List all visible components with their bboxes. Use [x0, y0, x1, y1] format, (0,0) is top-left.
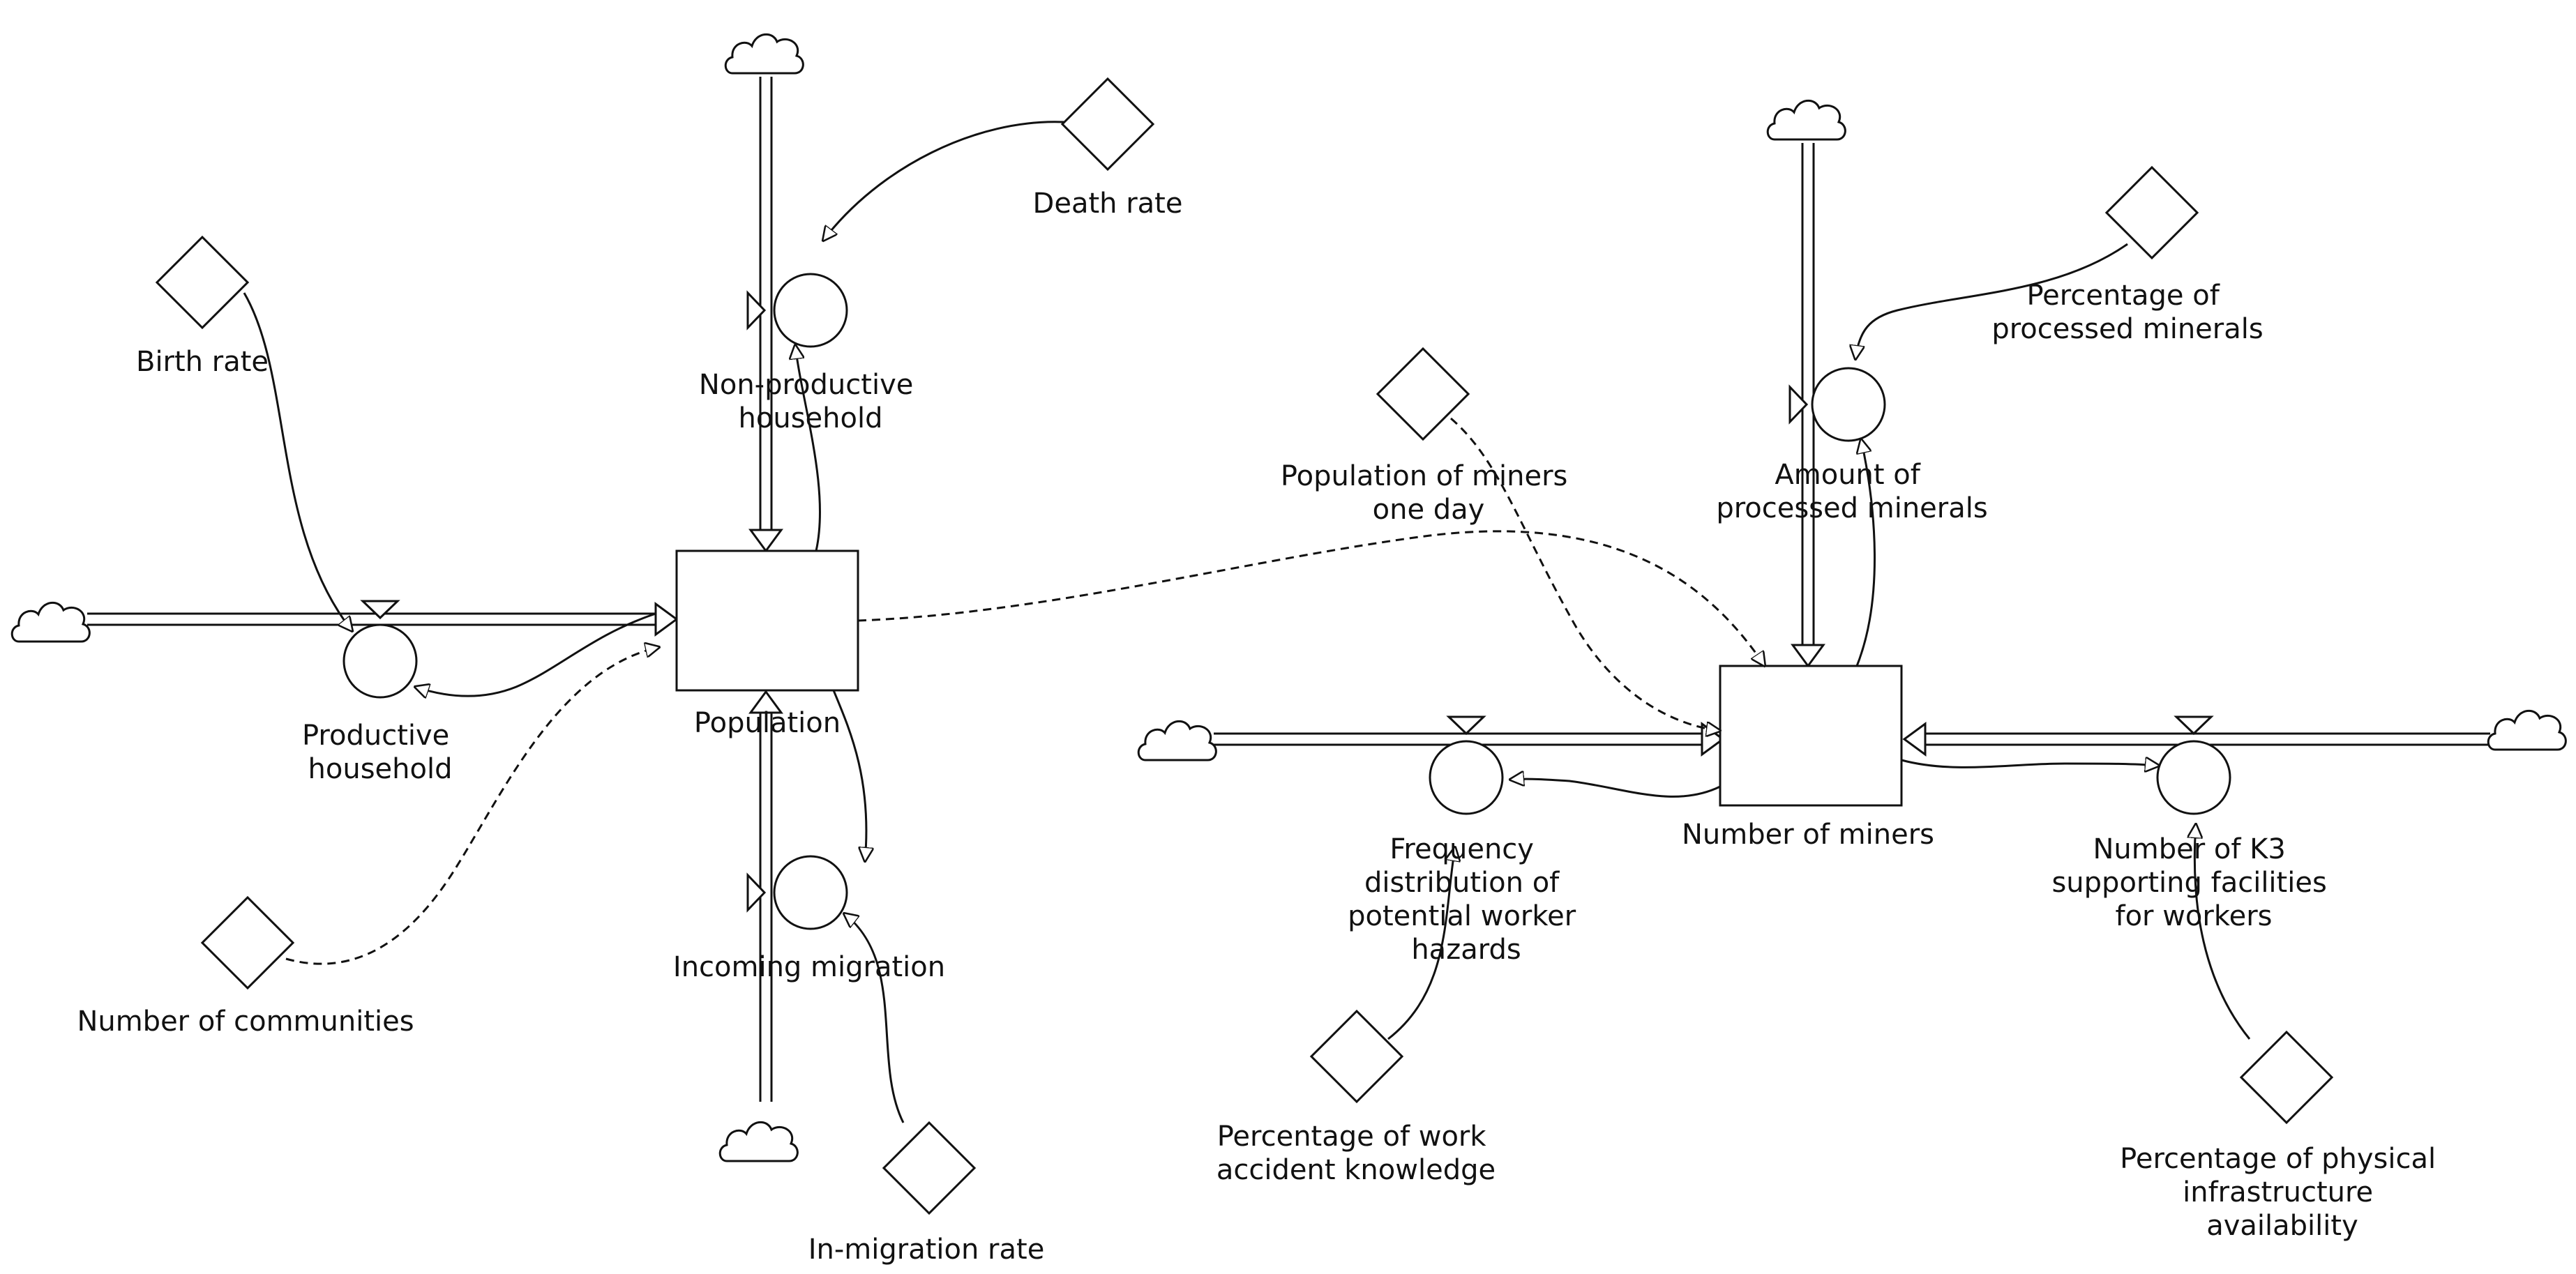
constant-birth-rate-diamond-icon[interactable]: [155, 235, 250, 330]
label-productive: Productive household: [302, 720, 458, 785]
link-percentage-processed: [1855, 243, 2128, 359]
stock-population-box[interactable]: [675, 549, 859, 692]
flow-valve-processed-minerals[interactable]: [1811, 367, 1886, 442]
valve-icon: [746, 872, 767, 913]
flow-arrowhead-icon: [1791, 644, 1825, 668]
label-population-of-miners: Population of miners one day: [1281, 460, 1576, 526]
link-death-rate: [823, 121, 1064, 241]
label-death-rate: Death rate: [1033, 188, 1183, 220]
label-percentage-processed: Percentage of processed minerals: [1991, 280, 2263, 345]
link-miners-processed: [1857, 439, 1876, 667]
flow-valve-k3[interactable]: [2156, 740, 2231, 815]
valve-icon: [1788, 384, 1809, 425]
link-miners-k3: [1901, 760, 2159, 767]
constant-inmigration-diamond-icon[interactable]: [882, 1121, 977, 1215]
cloud-icon: [1766, 100, 1846, 141]
label-incoming-migration: Incoming migration: [673, 951, 945, 983]
label-processed-minerals: Amount of processed minerals: [1716, 459, 1987, 524]
link-communities: [285, 647, 659, 965]
flow-valve-hazards[interactable]: [1429, 740, 1504, 815]
label-hazards: Frequency distribution of potential work…: [1348, 833, 1585, 966]
constant-communities-diamond-icon[interactable]: [200, 895, 295, 990]
link-population-migration: [832, 690, 866, 861]
flow-valve-nonproductive[interactable]: [773, 273, 848, 348]
flow-arrowhead-icon: [654, 602, 679, 637]
cloud-icon: [718, 1121, 799, 1162]
label-birth-rate: Birth rate: [136, 346, 269, 378]
label-k3: Number of K3 supporting facilities for w…: [2051, 833, 2335, 932]
label-number-of-miners: Number of miners: [1682, 819, 1934, 851]
link-population-nonproductive: [795, 345, 821, 552]
flow-arrowhead-icon: [748, 690, 783, 714]
constant-physical-infrastructure-diamond-icon[interactable]: [2239, 1030, 2334, 1125]
constant-population-of-miners-diamond-icon[interactable]: [1376, 347, 1470, 441]
label-physical-infrastructure: Percentage of physical infrastructure av…: [2120, 1143, 2445, 1242]
flow-pipe-non-productive: [748, 77, 783, 553]
constant-death-rate-diamond-icon[interactable]: [1060, 77, 1155, 172]
valve-icon: [1446, 715, 1486, 736]
link-population-miners: [857, 530, 1765, 666]
constant-percentage-processed-diamond-icon[interactable]: [2104, 165, 2199, 260]
link-miners-hazards: [1510, 779, 1721, 798]
flow-arrowhead-icon: [748, 529, 783, 553]
valve-icon: [746, 290, 767, 331]
label-number-of-communities: Number of communities: [77, 1006, 414, 1038]
cloud-icon: [2487, 710, 2567, 751]
link-birth-rate: [243, 292, 352, 631]
label-in-migration-rate: In-migration rate: [808, 1234, 1045, 1266]
label-population: Population: [694, 707, 841, 739]
link-physical-infrastructure: [2194, 824, 2251, 1040]
label-work-accident: Percentage of work accident knowledge: [1217, 1121, 1496, 1186]
flow-pipe-incoming-migration: [748, 690, 783, 1102]
valve-icon: [2174, 715, 2214, 736]
flow-valve-productive[interactable]: [342, 623, 418, 699]
link-population-of-miners: [1450, 417, 1720, 731]
cloud-icon: [724, 33, 804, 75]
cloud-icon: [10, 602, 91, 643]
cloud-icon: [1137, 720, 1217, 761]
link-work-accident: [1387, 847, 1455, 1040]
link-inmigration-rate: [844, 913, 905, 1123]
constant-work-accident-diamond-icon[interactable]: [1309, 1009, 1404, 1104]
flow-valve-incoming-migration[interactable]: [773, 855, 848, 930]
label-non-productive: Non-productive household: [699, 369, 922, 434]
link-population-productive: [415, 612, 656, 696]
stock-miners-box[interactable]: [1719, 665, 1903, 807]
flow-arrowhead-icon: [1902, 722, 1927, 757]
valve-icon: [360, 600, 400, 620]
